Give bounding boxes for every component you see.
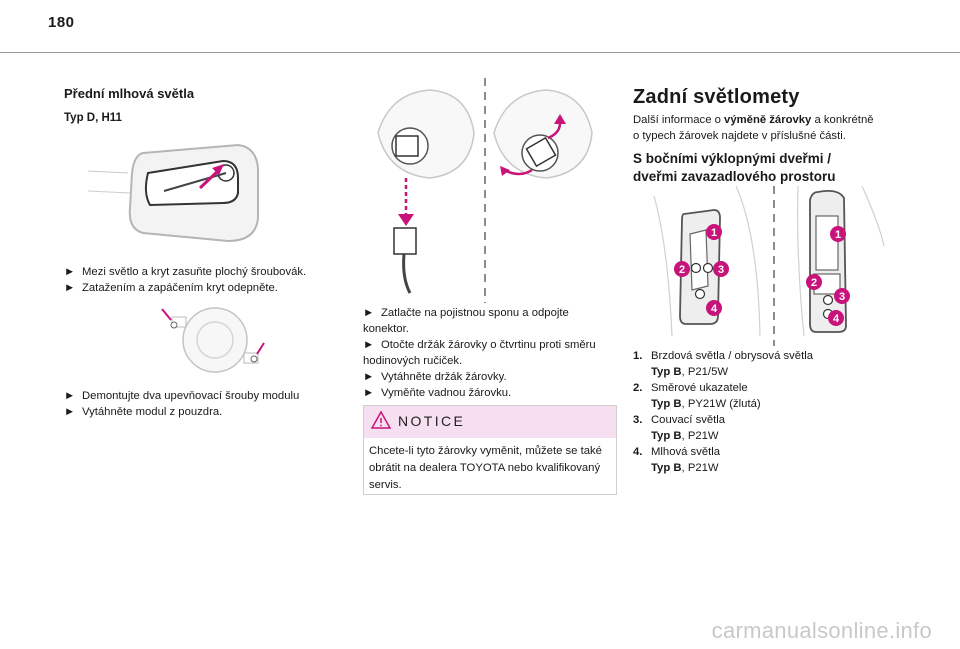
step-disconnect-connector-cont: konektor. <box>363 323 409 335</box>
item-number: 3. <box>633 414 643 426</box>
item-bulb: , PY21W (žlutá) <box>681 398 761 410</box>
notice-title: NOTICE <box>398 413 466 429</box>
bulb-list: 1. Brzdová světla / obrysová světla Typ B… <box>633 348 903 476</box>
notice-box <box>363 405 617 495</box>
page-number: 180 <box>48 14 75 31</box>
warning-triangle-icon <box>370 410 392 429</box>
intro-line2: o typech žárovek najdete v příslušné čás… <box>633 130 846 142</box>
bullet-marker: ► <box>363 339 375 351</box>
item-number: 4. <box>633 446 643 458</box>
item-bulb: , P21W <box>681 430 719 442</box>
bullet-marker: ► <box>363 307 375 319</box>
intro-bold: výměně žárovky <box>724 114 812 126</box>
callout-4-right: 4 <box>833 313 840 325</box>
item-name: Směrové ukazatele <box>651 382 748 394</box>
item-type: Typ B <box>651 366 682 378</box>
bullet-marker: ► <box>64 266 76 278</box>
type-label: Typ D, H11 <box>64 112 122 124</box>
callout-badge-1-left <box>706 224 722 240</box>
item-number: 1. <box>633 350 643 362</box>
item-name: Couvací světla <box>651 414 726 426</box>
item-type: Typ B <box>651 430 682 442</box>
notice-header <box>363 405 616 438</box>
steps-remove-module: ► Demontujte dva upevňovací šrouby modulu… <box>64 388 354 420</box>
intro-text: Další informace o výměně žárovky a konkr… <box>633 112 903 144</box>
step-pull-holder: Vytáhněte držák žárovky. <box>381 371 507 383</box>
bullet-marker: ► <box>363 387 375 399</box>
step-replace-bulb: Vyměňte vadnou žárovku. <box>381 387 512 399</box>
steps-bulb-replacement: ► Zatlačte na pojistnou sponu a odpojte k… <box>363 305 623 401</box>
step-pull-module: Vytáhněte modul z pouzdra. <box>82 406 223 418</box>
step-disconnect-connector: Zatlačte na pojistnou sponu a odpojte <box>381 307 569 319</box>
item-type: Typ B <box>651 398 682 410</box>
list-item: 4. Mlhová světla Typ B, P21W <box>633 444 903 476</box>
callout-2-right: 2 <box>811 277 817 289</box>
bullet-marker: ► <box>64 406 76 418</box>
section-heading-fog-lights: Přední mlhová světla <box>64 86 195 101</box>
item-name: Brzdová světla / obrysová světla <box>651 350 813 362</box>
item-type: Typ B <box>651 462 682 474</box>
callout-1-right: 1 <box>835 229 841 241</box>
item-number: 2. <box>633 382 643 394</box>
bullet-marker: ► <box>64 390 76 402</box>
callout-3-right: 3 <box>839 291 845 303</box>
bullet-marker: ► <box>64 282 76 294</box>
fog-light-cover-illustration <box>88 143 259 243</box>
list-item: 1. Brzdová světla / obrysová světla Typ B… <box>633 348 903 380</box>
step-insert-screwdriver: Mezi světlo a kryt zasuňte plochý šroubo… <box>82 266 307 278</box>
rear-lamp-diagram: 1 2 3 4 1 2 3 4 <box>653 186 885 346</box>
step-remove-screws: Demontujte dva upevňovací šrouby modulu <box>82 390 300 402</box>
steps-remove-cover: ► Mezi světlo a kryt zasuňte plochý šroub… <box>64 264 354 296</box>
item-bulb: , P21W <box>681 462 719 474</box>
step-rotate-holder: Otočte držák žárovky o čtvrtinu proti sm… <box>381 339 596 351</box>
bulb-holder-illustration <box>377 78 593 303</box>
list-item: 3. Couvací světla Typ B, P21W <box>633 412 903 444</box>
subheading-side-doors: S bočními výklopnými dveřmi / dveřmi zav… <box>633 151 836 184</box>
item-bulb: , P21/5W <box>681 366 729 378</box>
watermark: carmanualsonline.info <box>711 618 932 643</box>
fog-light-module-screws-illustration <box>161 307 265 373</box>
callout-4-left: 4 <box>711 303 718 315</box>
header-divider <box>0 52 960 53</box>
list-item: 2. Směrové ukazatele Typ B, PY21W (žlutá) <box>633 380 903 412</box>
step-pry-cover: Zatažením a zapáčením kryt odepněte. <box>82 282 278 294</box>
step-rotate-holder-cont: hodinových ručiček. <box>363 355 463 367</box>
item-name: Mlhová světla <box>651 446 721 458</box>
callout-3-left: 3 <box>718 264 724 276</box>
intro-pre: Další informace o <box>633 114 725 126</box>
intro-post: a konkrétně <box>811 114 874 126</box>
section-heading-rear-lights: Zadní světlomety <box>633 86 800 108</box>
bullet-marker: ► <box>363 371 375 383</box>
notice-text: Chcete-li tyto žárovky vyměnit, můžete s… <box>369 445 602 491</box>
callout-2-left: 2 <box>679 264 685 276</box>
callout-1-left: 1 <box>711 227 717 239</box>
